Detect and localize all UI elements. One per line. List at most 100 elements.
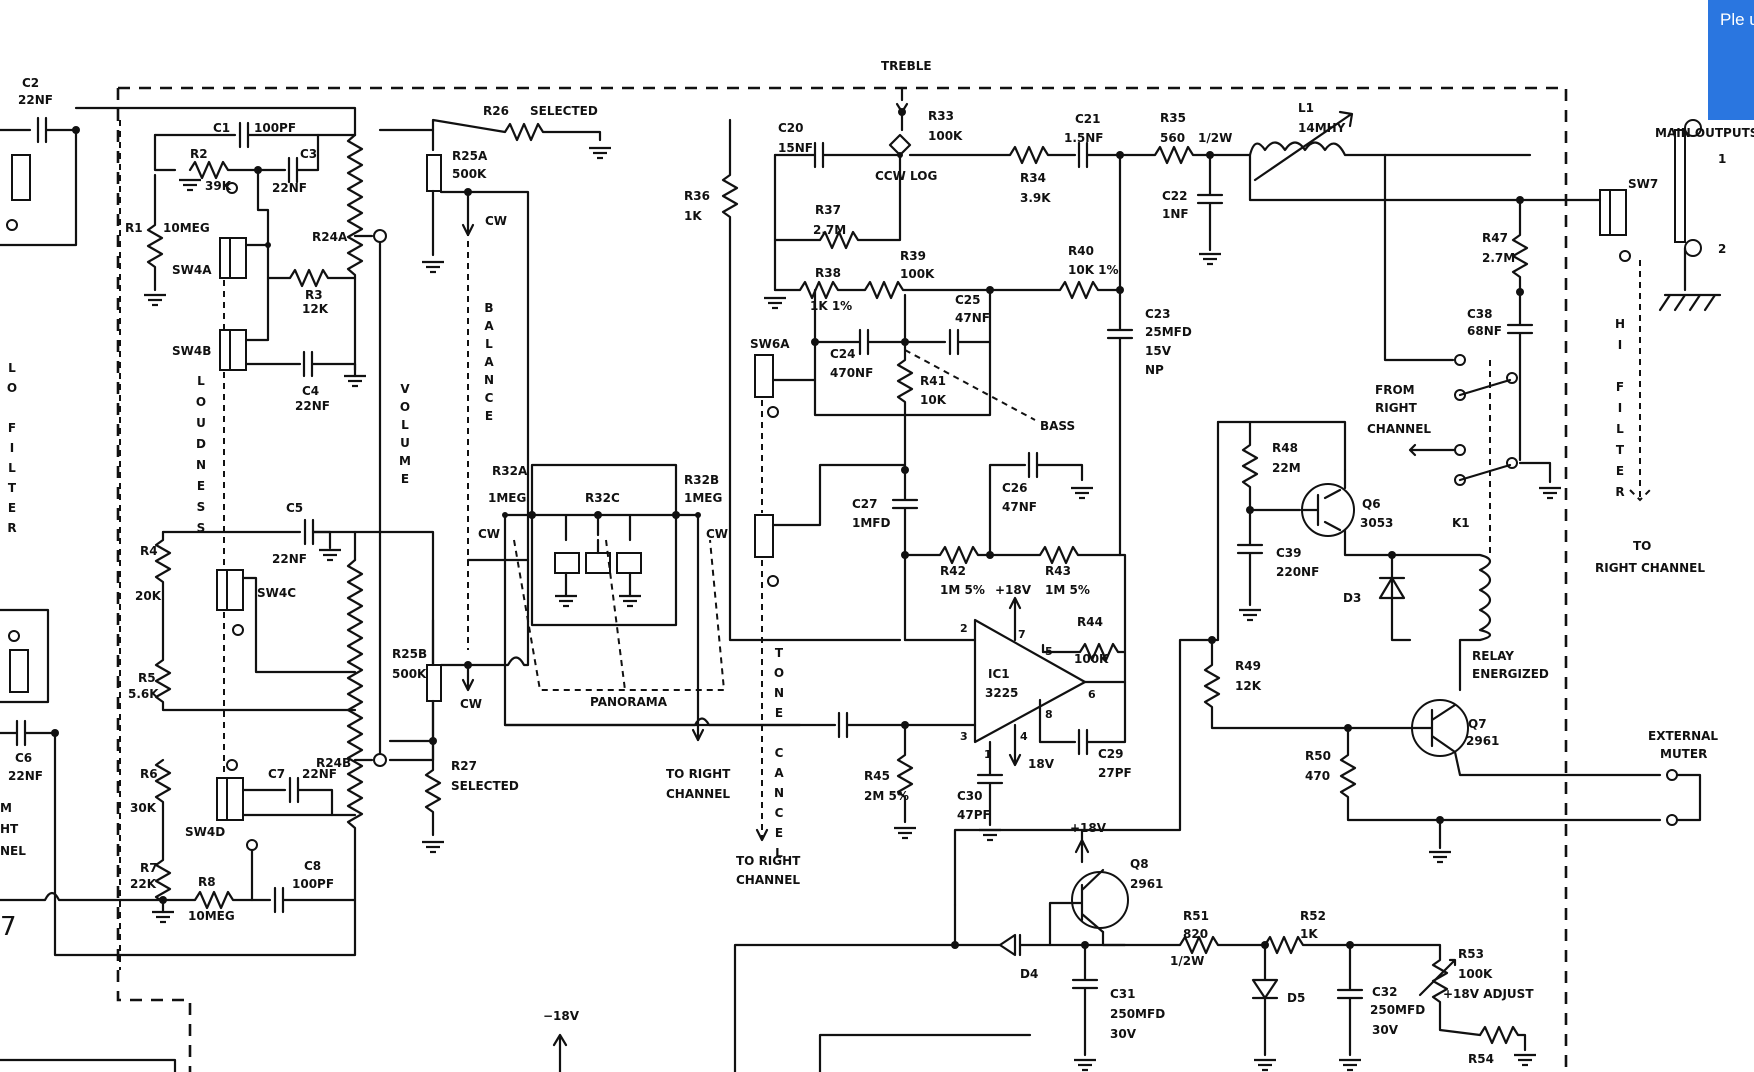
label-r39: R39 — [900, 249, 926, 263]
label-d4: D4 — [1020, 967, 1038, 981]
label-minus18: −18V — [543, 1009, 580, 1023]
label-r4-val: 20K — [135, 589, 162, 603]
label-c8: C8 — [304, 859, 321, 873]
label-c23-val: 25MFD — [1145, 325, 1192, 339]
label-c25: C25 — [955, 293, 981, 307]
label-c32-v: 30V — [1372, 1023, 1399, 1037]
label-r34-val: 3.9K — [1020, 191, 1051, 205]
label-c31-v: 30V — [1110, 1027, 1137, 1041]
label-r49-val: 12K — [1235, 679, 1262, 693]
label-r41: R41 — [920, 374, 946, 388]
label-selected-bot: SELECTED — [451, 779, 519, 793]
label-to-a: TO — [1633, 539, 1651, 553]
label-r8: R8 — [198, 875, 216, 889]
label-sw4c: SW4C — [257, 586, 296, 600]
label-r53-val: 100K — [1458, 967, 1493, 981]
label-c26: C26 — [1002, 481, 1028, 495]
label-c2: C2 — [22, 76, 39, 90]
label-r4: R4 — [140, 544, 158, 558]
label-q8: Q8 — [1130, 857, 1149, 871]
label-left-m: M — [0, 801, 12, 815]
label-c25-val: 47NF — [955, 311, 990, 325]
label-r8-val: 10MEG — [188, 909, 235, 923]
label-c5-val: 22NF — [272, 552, 307, 566]
label-to-a2: RIGHT CHANNEL — [1595, 561, 1705, 575]
label-r25a-val: 500K — [452, 167, 487, 181]
label-c31: C31 — [1110, 987, 1136, 1001]
label-sw4a: SW4A — [172, 263, 212, 277]
label-r45: R45 — [864, 769, 890, 783]
label-k1: K1 — [1452, 516, 1470, 530]
dashed-outline — [116, 86, 1568, 1072]
label-treble: TREBLE — [881, 59, 932, 73]
label-r50-val: 470 — [1305, 769, 1330, 783]
label-to-c: TO RIGHT — [736, 854, 801, 868]
label-r6: R6 — [140, 767, 158, 781]
label-c7-val: 22NF — [302, 767, 337, 781]
label-to-b2: CHANNEL — [666, 787, 730, 801]
label-r53: R53 — [1458, 947, 1484, 961]
panorama-section — [502, 463, 802, 742]
label-selected-top: SELECTED — [530, 104, 598, 118]
label-r37: R37 — [815, 203, 841, 217]
label-channel: CHANNEL — [1367, 422, 1431, 436]
label-d3: D3 — [1343, 591, 1361, 605]
label-r51-val: 820 — [1183, 927, 1208, 941]
label-to-c2: CHANNEL — [736, 873, 800, 887]
label-c3-val: 22NF — [272, 181, 307, 195]
label-c21: C21 — [1075, 112, 1101, 126]
label-c22: C22 — [1162, 189, 1188, 203]
label-c39: C39 — [1276, 546, 1302, 560]
label-r37-val: 2.7M — [813, 223, 846, 237]
label-c6-val: 22NF — [8, 769, 43, 783]
label-left-7: 7 — [0, 912, 17, 942]
label-c20-val: 15NF — [778, 141, 813, 155]
label-c4: C4 — [302, 384, 319, 398]
label-sw7: SW7 — [1628, 177, 1658, 191]
label-c39-val: 220NF — [1276, 565, 1319, 579]
label-r33: R33 — [928, 109, 954, 123]
label-r43-val: 1M 5% — [1045, 583, 1090, 597]
label-c29: C29 — [1098, 747, 1124, 761]
label-r3-val: 12K — [302, 302, 329, 316]
corner-popup-banner[interactable]: Ple us — [1708, 0, 1754, 120]
label-c30-val: 47PF — [957, 808, 991, 822]
label-c29-val: 27PF — [1098, 766, 1132, 780]
label-pin1: 1 — [984, 748, 992, 761]
label-r7-val: 22K — [130, 877, 157, 891]
label-r35-val: 560 — [1160, 131, 1185, 145]
label-ic1-val: 3225 — [985, 686, 1018, 700]
label-left-ht: HT — [0, 822, 19, 836]
label-c24-val: 470NF — [830, 366, 873, 380]
label-r1: R1 — [125, 221, 143, 235]
label-r6-val: 30K — [130, 801, 157, 815]
label-r52-val: 1K — [1300, 927, 1318, 941]
label-r32a-val: 1MEG — [488, 491, 526, 505]
label-r5: R5 — [138, 671, 156, 685]
label-c23: C23 — [1145, 307, 1171, 321]
label-c20: C20 — [778, 121, 804, 135]
label-q6-val: 3053 — [1360, 516, 1393, 530]
label-r40-val: 10K 1% — [1068, 263, 1119, 277]
label-r2: R2 — [190, 147, 208, 161]
label-out2: 2 — [1718, 242, 1726, 256]
label-from: FROM — [1375, 383, 1415, 397]
label-muter: MUTER — [1660, 747, 1707, 761]
label-l1: L1 — [1298, 101, 1314, 115]
label-pin5: 5 — [1045, 645, 1053, 658]
label-cw-a: CW — [485, 214, 507, 228]
label-r48-val: 22M — [1272, 461, 1301, 475]
label-ccw-log: CCW LOG — [875, 169, 937, 183]
balance-section — [378, 118, 613, 854]
label-r48: R48 — [1272, 441, 1298, 455]
label-c27: C27 — [852, 497, 878, 511]
label-c1: C1 — [213, 121, 230, 135]
label-pin7: 7 — [1018, 628, 1026, 641]
label-r35-w: 1/2W — [1198, 131, 1232, 145]
label-r47-val: 2.7M — [1482, 251, 1515, 265]
label-pin2: 2 — [960, 622, 968, 635]
